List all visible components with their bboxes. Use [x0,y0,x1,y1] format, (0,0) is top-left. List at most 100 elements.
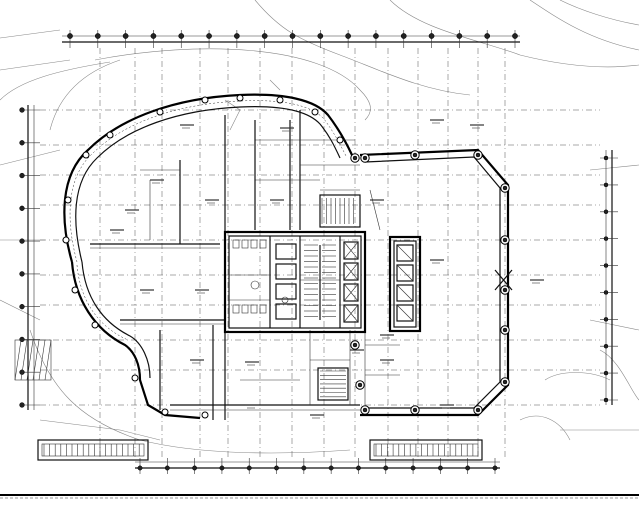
top-dimension-line [62,30,520,48]
service-lift-car [396,244,414,262]
grid-bubble [603,155,609,161]
structural-column-core [412,407,418,413]
grid-bubble [301,465,307,471]
toilet-fixture [259,304,267,314]
elevator-car [343,283,359,302]
grid-bubble [317,33,324,39]
bottom-border [0,494,639,499]
facade-column [311,108,319,116]
grid-bubble [289,33,296,39]
structural-column-core [475,407,481,413]
grid-bubble [428,33,435,39]
lower-stair [317,367,349,401]
grid-bubble [345,33,351,39]
lift-cross [396,284,414,302]
central-core [223,230,367,334]
grid-bubble [19,336,25,343]
grid-bubble [603,263,609,268]
grid-bubble [328,465,334,471]
grid-bubble [19,304,25,310]
facade-column [71,286,79,294]
facade-column [201,96,209,104]
elevator-cross [343,304,359,323]
fixture-circle [281,296,289,304]
facade-column [62,236,70,244]
hatch-line [44,339,52,381]
grid-bubble [219,465,225,471]
grid-bubble [150,33,157,39]
structural-column-core [502,287,508,293]
grid-bubble [603,236,609,241]
hatch-line [38,339,46,381]
facade-column [276,96,284,104]
toilet-fixture [250,304,258,314]
grid-bubble [603,317,609,322]
grid-bubble [246,465,252,471]
elevator-cross [343,283,359,302]
facade-column [201,411,209,419]
right-dimension-line [600,150,618,405]
toilet-fixture [232,239,240,249]
elevator-car [343,241,359,260]
hatch-line [32,339,40,381]
grid-bubble [192,465,198,471]
service-lift-car [396,304,414,322]
grid-bubble [19,205,25,211]
elevator-car [275,283,297,300]
toilet-fixture [259,239,267,249]
hatch-line [20,339,28,381]
toilet-fixture [241,304,249,314]
hatch-line [26,339,34,381]
grid-bubble [603,182,609,188]
structural-column-core [362,155,368,161]
facade-column [106,131,114,139]
elevator-cross [343,241,359,260]
structural-column-core [502,185,508,191]
structural-column-core [352,155,358,161]
grid-bubble [19,271,25,277]
grid-bubble [137,465,143,471]
structural-column-core [352,342,358,348]
grid-bubble [261,33,268,39]
facade-column [91,321,99,329]
grid-bubble [400,33,407,39]
structural-column-core [502,327,508,333]
facade-columns [62,94,344,419]
lift-cross [396,244,414,262]
grid-bubble [603,397,609,403]
facade-column [336,136,344,144]
elevator-car [343,262,359,281]
grid-bubble [234,33,240,39]
facade-column [82,151,90,159]
grid-bubble [19,238,25,244]
toilet-fixture [241,239,249,249]
grid-bubble [383,465,389,471]
ramp-hatch [14,339,52,381]
grid-bubble [492,465,498,471]
curved-facade [63,93,353,420]
structural-column-core [502,237,508,243]
elevator-car [343,304,359,323]
facade-column [236,94,244,102]
grid-bubble [603,370,609,376]
bottom-planters [37,439,483,461]
grid-bubble [164,465,170,471]
grid-bubble [603,209,609,215]
lift-cross [396,264,414,282]
structural-column-core [362,407,368,413]
grid-bubble [274,465,279,471]
service-lift-car [396,264,414,282]
service-lift-block [388,235,422,333]
grid-bubble [410,465,416,471]
grid-bubble [484,33,491,39]
grid-bubble [373,33,379,39]
upper-stair [319,194,361,228]
facade-column [64,196,72,204]
elevator-cross [343,262,359,281]
grid-bubble [19,172,25,179]
grid-bubble [603,290,609,295]
grid-bubble [94,33,101,39]
grid-bubble [67,33,73,39]
grid-bubble [356,465,361,471]
